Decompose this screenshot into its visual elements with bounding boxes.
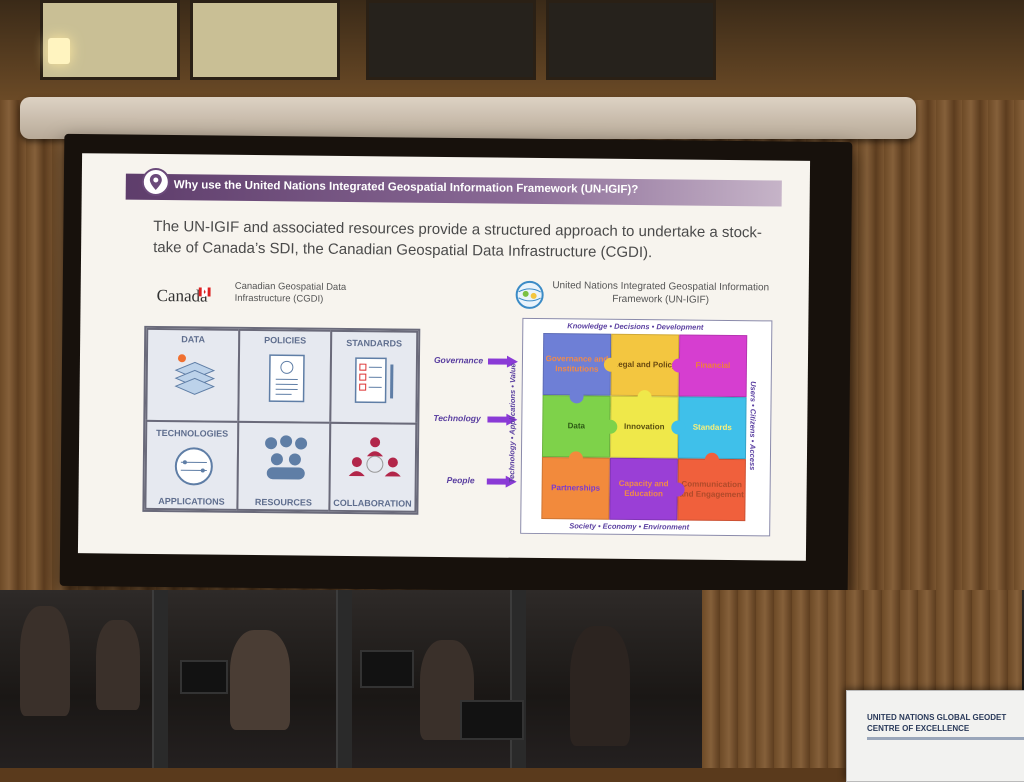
cgdi-cell-technologies: TECHNOLOGIES APPLICATIONS — [144, 420, 239, 511]
piece-label: Financial — [680, 360, 746, 371]
puzzle-piece-communication: Communication and Engagement — [677, 458, 746, 521]
sign-subtitle: CENTRE OF EXCELLENCE — [867, 724, 969, 733]
puzzle-nub — [671, 482, 685, 496]
puzzle-nub — [570, 389, 584, 403]
desk-monitor — [180, 660, 228, 694]
ceiling-light — [48, 38, 70, 64]
piece-label: Partnerships — [543, 483, 609, 494]
cgdi-puzzle-grid: DATA POLICIES STANDARDS — [142, 326, 420, 515]
row-label-governance: Governance — [434, 355, 483, 366]
edge-text-left: Technology • Applications • Value — [507, 363, 517, 483]
cgdi-cell-data: DATA — [145, 328, 240, 423]
cgdi-cell-label: COLLABORATION — [330, 498, 414, 509]
puzzle-piece-legal: Legal and Policy — [611, 334, 680, 397]
cgdi-title: Canadian Geospatial Data Infrastructure … — [235, 281, 355, 306]
puzzle-piece-financial: Financial — [679, 334, 748, 397]
cgdi-cell-label: DATA — [148, 334, 238, 345]
cgdi-cell-label: TECHNOLOGIES — [147, 428, 237, 439]
piece-label: Legal and Policy — [612, 360, 678, 371]
puzzle-nub — [604, 358, 618, 372]
circuit-chip-icon — [171, 444, 217, 488]
unigif-title: United Nations Integrated Geospatial Inf… — [551, 280, 771, 307]
ceiling-window — [366, 0, 536, 80]
window-mullion — [510, 590, 526, 768]
puzzle-piece-innovation: Innovation — [610, 396, 679, 459]
desk-monitor — [460, 700, 524, 740]
sign-title: UNITED NATIONS GLOBAL GEODET — [867, 713, 1006, 722]
data-layers-icon — [172, 352, 219, 402]
cgdi-cell-label: STANDARDS — [332, 338, 416, 349]
piece-label: Governance and Institutions — [544, 354, 610, 375]
sign-rule — [867, 737, 1024, 740]
piece-label: Capacity and Education — [611, 479, 677, 500]
slide-header-title: Why use the United Nations Integrated Ge… — [174, 179, 639, 196]
audience-person — [96, 620, 140, 710]
globe-logo-icon — [514, 280, 544, 310]
cgdi-cell-policies: POLICIES — [237, 329, 332, 424]
projector-screen-housing — [20, 97, 916, 139]
puzzle-piece-partnerships: Partnerships — [541, 457, 610, 520]
standards-checklist-icon — [351, 354, 400, 410]
edge-text-bottom: Society • Economy • Environment — [569, 521, 689, 531]
puzzle-nub — [638, 390, 652, 404]
ceiling-window — [190, 0, 340, 80]
cgdi-cell-label: POLICIES — [240, 335, 330, 346]
puzzle-nub — [603, 420, 617, 434]
puzzle-piece-data: Data — [542, 395, 611, 458]
people-group-icon — [259, 431, 314, 482]
edge-text-right: Users • Citizens • Access — [748, 381, 758, 470]
edge-text-top: Knowledge • Decisions • Development — [567, 321, 703, 331]
un-centre-sign: UNITED NATIONS GLOBAL GEODET CENTRE OF E… — [846, 690, 1024, 782]
unigif-puzzle-frame: Knowledge • Decisions • Development Soci… — [520, 318, 772, 537]
row-label-people: People — [447, 475, 475, 485]
window-mullion — [336, 590, 352, 768]
puzzle-nub — [672, 358, 686, 372]
piece-label: Data — [543, 421, 609, 432]
cgdi-cell-collaboration: COLLABORATION — [328, 422, 417, 513]
puzzle-nub — [569, 451, 583, 465]
cgdi-cell-standards: STANDARDS — [329, 330, 418, 425]
puzzle-piece-governance: Governance and Institutions — [543, 333, 612, 396]
desk-monitor — [360, 650, 414, 688]
cgdi-cell-label: RESOURCES — [238, 497, 328, 508]
audience-person — [20, 606, 70, 716]
audience-person — [230, 630, 290, 730]
ceiling-windows — [0, 0, 1024, 100]
slide-intro-text: The UN-IGIF and associated resources pro… — [153, 216, 783, 265]
presentation-slide: Why use the United Nations Integrated Ge… — [78, 153, 810, 561]
cgdi-cell-resources: RESOURCES — [236, 421, 331, 512]
cgdi-cell-label: APPLICATIONS — [146, 496, 236, 507]
location-pin-icon — [142, 168, 170, 196]
piece-label: Standards — [679, 422, 745, 433]
ceiling-window — [546, 0, 716, 80]
piece-label: Communication and Engagement — [679, 479, 745, 500]
puzzle-nub — [705, 453, 719, 467]
slide-header-bar: Why use the United Nations Integrated Ge… — [126, 174, 782, 207]
collaboration-people-icon — [345, 434, 406, 487]
puzzle-piece-standards: Standards — [678, 396, 747, 459]
piece-label: Innovation — [611, 422, 677, 433]
row-label-technology: Technology — [433, 413, 480, 423]
canada-flag-icon — [199, 287, 211, 296]
audience-person — [570, 626, 630, 746]
puzzle-piece-capacity: Capacity and Education — [609, 458, 678, 521]
window-mullion — [152, 590, 168, 768]
policy-document-icon — [265, 351, 308, 407]
puzzle-nub — [671, 420, 685, 434]
